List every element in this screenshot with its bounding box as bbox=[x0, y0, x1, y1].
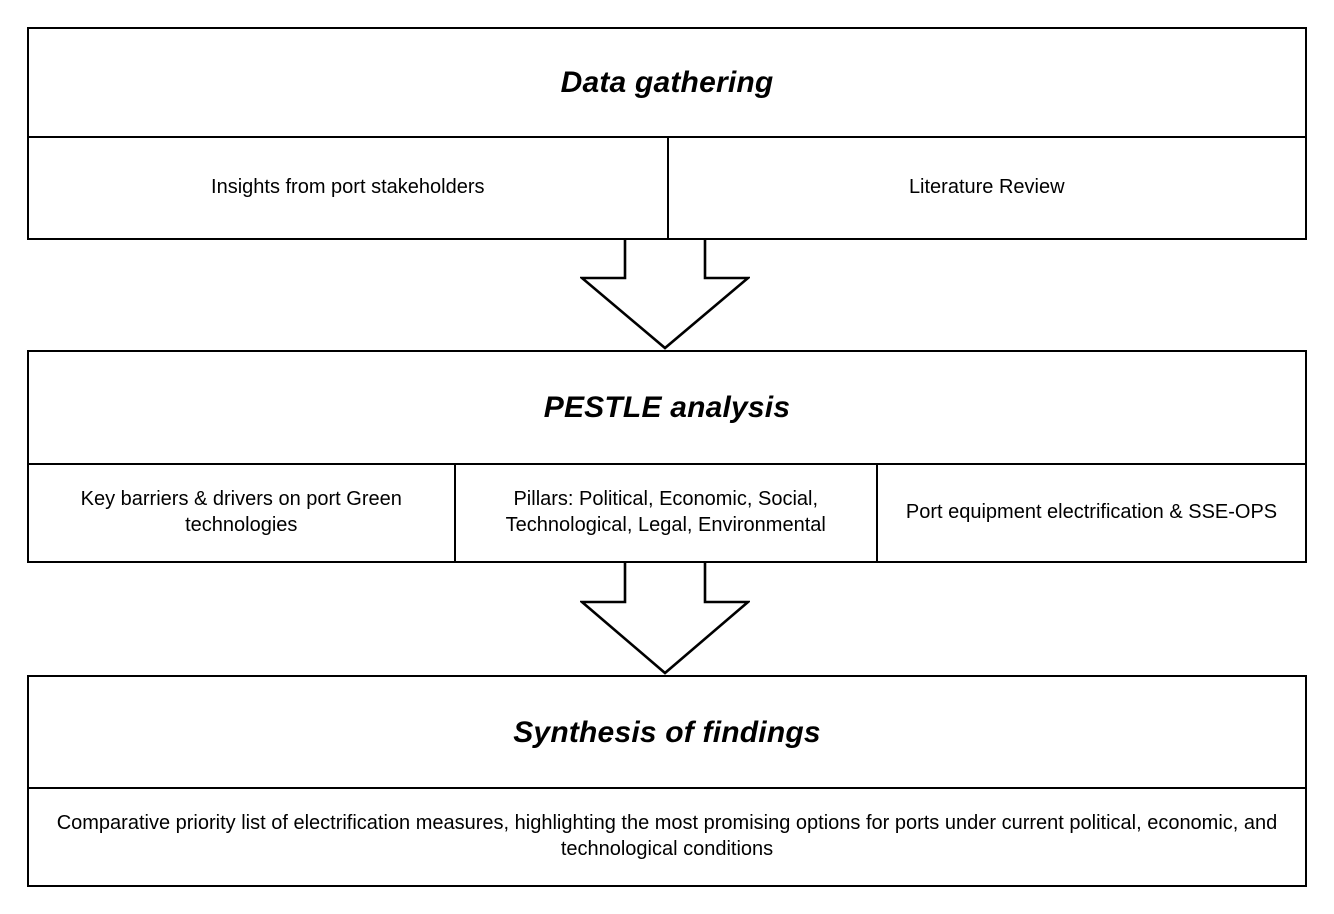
stage-cell-insights: Insights from port stakeholders bbox=[211, 176, 485, 199]
down-block-arrow-icon bbox=[580, 240, 750, 350]
stage-cell-comparative-priority-list: Comparative priority list of electrifica… bbox=[56, 812, 1278, 860]
stage-box-data-gathering: Data gathering Insights from port stakeh… bbox=[27, 27, 1307, 240]
stage-cells-row-synthesis: Comparative priority list of electrifica… bbox=[29, 789, 1305, 885]
stage-cell-pestle-pillars: Pillars: Political, Economic, Social, Te… bbox=[453, 465, 877, 561]
stage-cell-literature-review: Literature Review bbox=[666, 138, 1306, 238]
stage-title-pestle-analysis: PESTLE analysis bbox=[543, 391, 791, 424]
stage-box-pestle-analysis: PESTLE analysis Key barriers & drivers o… bbox=[27, 350, 1307, 563]
stage-title-row-data-gathering: Data gathering bbox=[29, 29, 1305, 138]
stage-title-row-pestle: PESTLE analysis bbox=[29, 352, 1305, 465]
stage-cell-port-equipment-electrification: Port equipment electrification & SSE-OPS bbox=[876, 465, 1305, 561]
stage-title-data-gathering: Data gathering bbox=[560, 66, 774, 99]
stage-title-synthesis-of-findings: Synthesis of findings bbox=[513, 715, 821, 749]
stage-cells-row-pestle: Key barriers & drivers on port Green tec… bbox=[29, 465, 1305, 561]
down-block-arrow-icon bbox=[580, 563, 750, 675]
stage-cells-row-data-gathering: Insights from port stakeholders Literatu… bbox=[29, 138, 1305, 238]
stage-box-synthesis-of-findings: Synthesis of findings Comparative priori… bbox=[27, 675, 1307, 887]
stage-cell-key-barriers-drivers: Key barriers & drivers on port Green tec… bbox=[80, 488, 402, 536]
stage-title-row-synthesis: Synthesis of findings bbox=[29, 677, 1305, 789]
